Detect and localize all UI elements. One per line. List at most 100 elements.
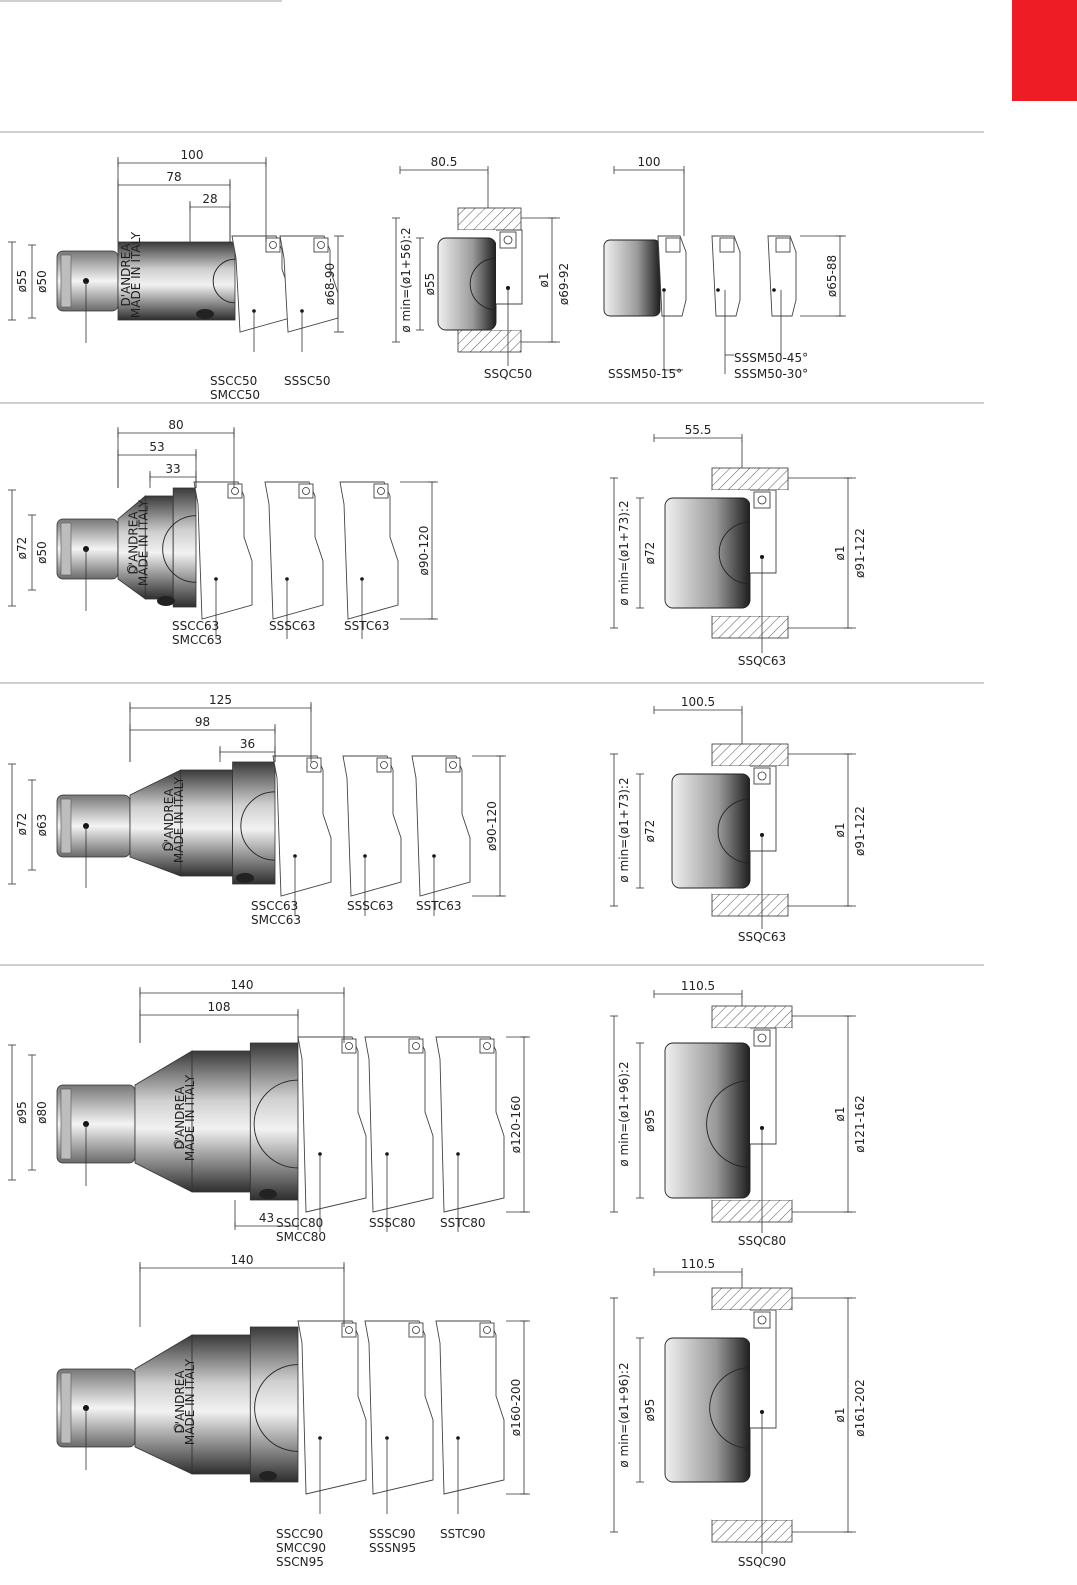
coolant-hole <box>259 1189 277 1199</box>
insert-seat <box>479 1322 495 1338</box>
clamp-arc <box>717 798 751 864</box>
insert-seat <box>306 757 322 773</box>
head-code-label-line: SSCC80 <box>276 1216 323 1230</box>
back-boring-bar <box>750 1309 777 1429</box>
inner-diameter-dimension: ø80 <box>35 1101 49 1124</box>
holder-diameter-dimension: ø95 <box>643 1399 657 1422</box>
bore-range-dimension: ø161-202 <box>853 1379 867 1436</box>
coolant-hole <box>236 873 254 883</box>
insert-seat <box>719 237 735 253</box>
length-dimension: 140 <box>231 1253 254 1267</box>
boring-range-dimension: ø90-120 <box>485 801 499 851</box>
bore-diameter-dimension: ø1 <box>833 823 847 838</box>
insert-screw <box>269 241 277 249</box>
head-code-label-line: SSTC90 <box>440 1527 486 1541</box>
made-in-text: MADE IN ITALY <box>183 1358 197 1445</box>
holder-collar <box>172 487 197 608</box>
boring-head <box>435 1036 505 1213</box>
head-code-label: SSSC50 <box>284 374 331 388</box>
holder-body <box>117 241 236 321</box>
brand-logo-text: D'ANDREA <box>162 788 176 852</box>
insert-screw <box>345 1042 353 1050</box>
length-dimension: 100 <box>181 148 204 162</box>
length-dimension: 36 <box>240 737 255 751</box>
insert-seat <box>265 237 281 253</box>
head-code-label-line: SSCN95 <box>276 1555 324 1569</box>
insert-seat <box>376 757 392 773</box>
made-in-text: MADE IN ITALY <box>136 499 150 586</box>
insert-seat <box>499 231 517 249</box>
shank-flange <box>60 1088 72 1160</box>
inner-diameter-dimension: ø50 <box>35 270 49 293</box>
head-code-label: SSTC63 <box>344 619 390 633</box>
clamp-arc <box>212 258 236 304</box>
insert-seat <box>408 1322 424 1338</box>
shank-flange <box>60 1372 72 1444</box>
holder-collar <box>232 761 276 885</box>
insert-seat <box>373 483 389 499</box>
insert-seat <box>341 1322 357 1338</box>
made-in-text: MADE IN ITALY <box>172 776 186 863</box>
head-code-label-line: SSCC63 <box>172 619 219 633</box>
head-code-label: SSTC80 <box>440 1216 486 1230</box>
head-code-label-line: SMCC63 <box>172 633 222 647</box>
insert-screw <box>412 1042 420 1050</box>
head-code-label-line: SSTC80 <box>440 1216 486 1230</box>
length-dimension: 33 <box>165 462 180 476</box>
insert-seat <box>775 237 791 253</box>
workpiece-wall-top <box>711 1005 793 1029</box>
boring-head <box>297 1036 367 1213</box>
head-code-label: SSSC63 <box>269 619 316 633</box>
boring-head <box>264 481 324 620</box>
head-code-label-line: SMCC80 <box>276 1230 326 1244</box>
min-diameter-dimension: ø min=(ø1+73):2 <box>617 500 631 605</box>
depth-dimension: 100.5 <box>681 695 715 709</box>
boring-head <box>342 755 402 897</box>
boring-head <box>272 755 332 897</box>
collar-length-dimension: 43 <box>259 1211 274 1225</box>
insert-seat <box>227 483 243 499</box>
clamp-arc <box>718 521 751 585</box>
length-dimension: 125 <box>209 693 232 707</box>
insert-screw <box>302 487 310 495</box>
outer-diameter-dimension: ø72 <box>15 537 29 560</box>
insert-seat <box>313 237 329 253</box>
bore-diameter-dimension: ø1 <box>537 273 551 288</box>
brand-logo-text: D'ANDREA <box>173 1370 187 1434</box>
outer-diameter-dimension: ø55 <box>15 270 29 293</box>
boring-range-dimension: ø68-90 <box>323 263 337 305</box>
insert-seat <box>408 1038 424 1054</box>
boring-range-dimension: ø65-88 <box>825 255 839 297</box>
head-code-label-line: SSSC90 <box>369 1527 416 1541</box>
head-code-label-line: SSSC80 <box>369 1216 416 1230</box>
head-code-label-line: SSTC63 <box>344 619 390 633</box>
boring-range-dimension: ø120-160 <box>509 1096 523 1153</box>
sssm-holder-body <box>603 239 661 317</box>
workpiece-wall-top <box>711 1287 793 1311</box>
insert-screw <box>483 1326 491 1334</box>
insert-screw <box>317 241 325 249</box>
holder-diameter-dimension: ø55 <box>423 273 437 296</box>
boring-head <box>364 1320 434 1495</box>
logo-circle <box>173 1423 183 1433</box>
boring-range-dimension: ø90-120 <box>417 526 431 576</box>
brand-logo-text: D'ANDREA <box>119 243 133 307</box>
min-diameter-dimension: ø min=(ø1+96):2 <box>617 1362 631 1467</box>
boring-range-dimension: ø160-200 <box>509 1379 523 1436</box>
back-holder-body <box>437 237 497 331</box>
insert-screw <box>757 1315 767 1325</box>
shank-flange <box>60 254 72 308</box>
head-center-mark <box>716 288 720 292</box>
logo-circle <box>162 841 172 851</box>
boring-head <box>297 1320 367 1495</box>
workpiece-wall-bottom <box>457 329 522 353</box>
length-dimension: 78 <box>166 170 181 184</box>
